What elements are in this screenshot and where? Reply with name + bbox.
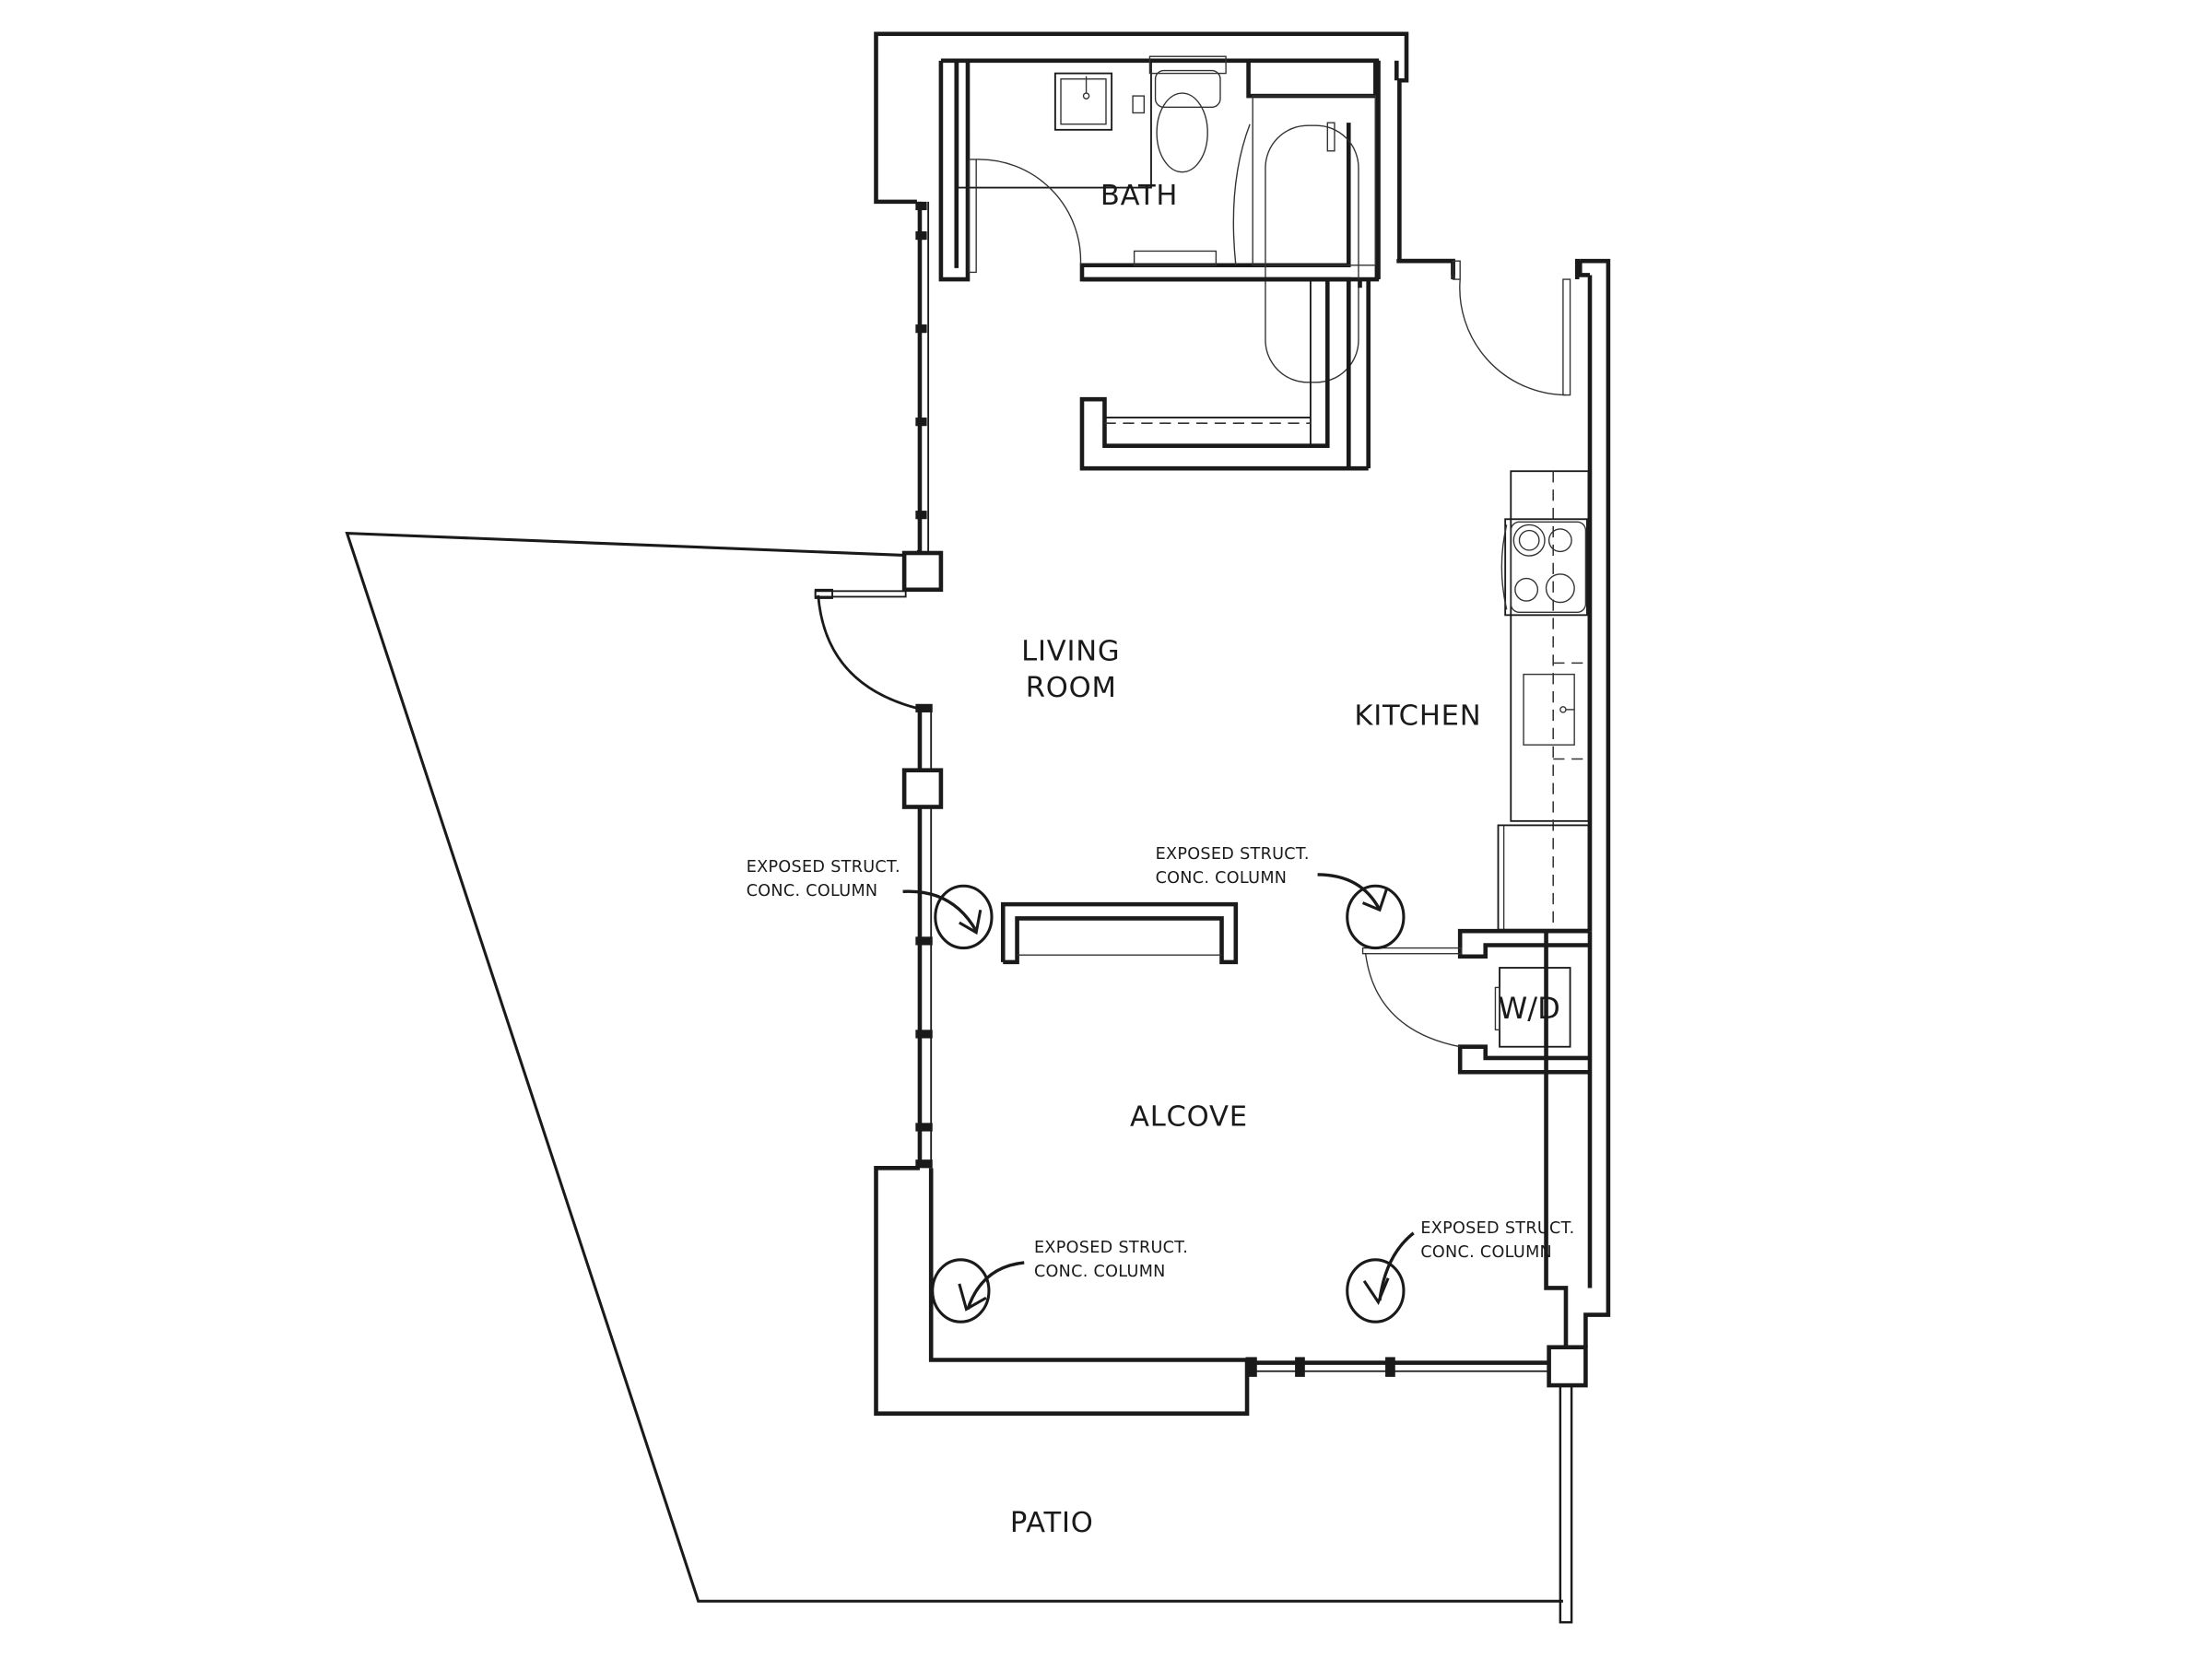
annotation-line: EXPOSED STRUCT. (1156, 845, 1310, 864)
annotation-column: EXPOSED STRUCT. CONC. COLUMN (1034, 1239, 1188, 1281)
entry-door[interactable] (1396, 258, 1581, 396)
column-icon (931, 1258, 1025, 1324)
annotation-line: EXPOSED STRUCT. (1420, 1219, 1574, 1238)
column-icon (902, 884, 994, 950)
wd-label: W/D (1499, 991, 1560, 1026)
patio-area (345, 531, 1573, 1624)
exterior-walls (874, 31, 1611, 1416)
half-wall (1000, 901, 1239, 965)
bathtub-icon (1232, 95, 1377, 383)
refrigerator-icon (1497, 824, 1590, 931)
room-label-bath: BATH (1100, 180, 1178, 212)
laundry-door[interactable] (1361, 947, 1463, 1048)
column-icon (1317, 873, 1406, 950)
room-label-patio: PATIO (1010, 1507, 1094, 1539)
closet (1079, 276, 1371, 471)
room-label-kitchen: KITCHEN (1354, 700, 1481, 733)
room-label-alcove: ALCOVE (1130, 1100, 1248, 1133)
annotation-line: EXPOSED STRUCT. (1034, 1239, 1188, 1257)
sink-icon (1053, 72, 1113, 131)
concrete-columns (902, 873, 1415, 1324)
annotation-line: CONC. COLUMN (1034, 1263, 1166, 1281)
room-label-living-2: ROOM (1026, 672, 1117, 704)
annotation-line: EXPOSED STRUCT. (747, 858, 900, 877)
annotation-line: CONC. COLUMN (1156, 869, 1288, 888)
kitchen-sink-icon (1523, 673, 1575, 746)
cooktop-icon (1500, 518, 1588, 617)
laundry-closet: W/D (1361, 928, 1590, 1075)
bath-room: BATH (938, 55, 1399, 383)
column-icon (1346, 1231, 1415, 1324)
annotation-column: EXPOSED STRUCT. CONC. COLUMN (1420, 1219, 1574, 1262)
annotation-column: EXPOSED STRUCT. CONC. COLUMN (747, 858, 900, 900)
annotation-line: CONC. COLUMN (747, 882, 878, 900)
toilet-icon (1148, 55, 1227, 173)
annotation-column: EXPOSED STRUCT. CONC. COLUMN (1156, 845, 1310, 888)
patio-door[interactable] (814, 588, 918, 710)
annotation-line: CONC. COLUMN (1420, 1243, 1552, 1262)
kitchen-counter: KITCHEN (1354, 470, 1590, 932)
bath-door[interactable] (968, 159, 1082, 274)
room-label-living: LIVING (1021, 635, 1120, 667)
